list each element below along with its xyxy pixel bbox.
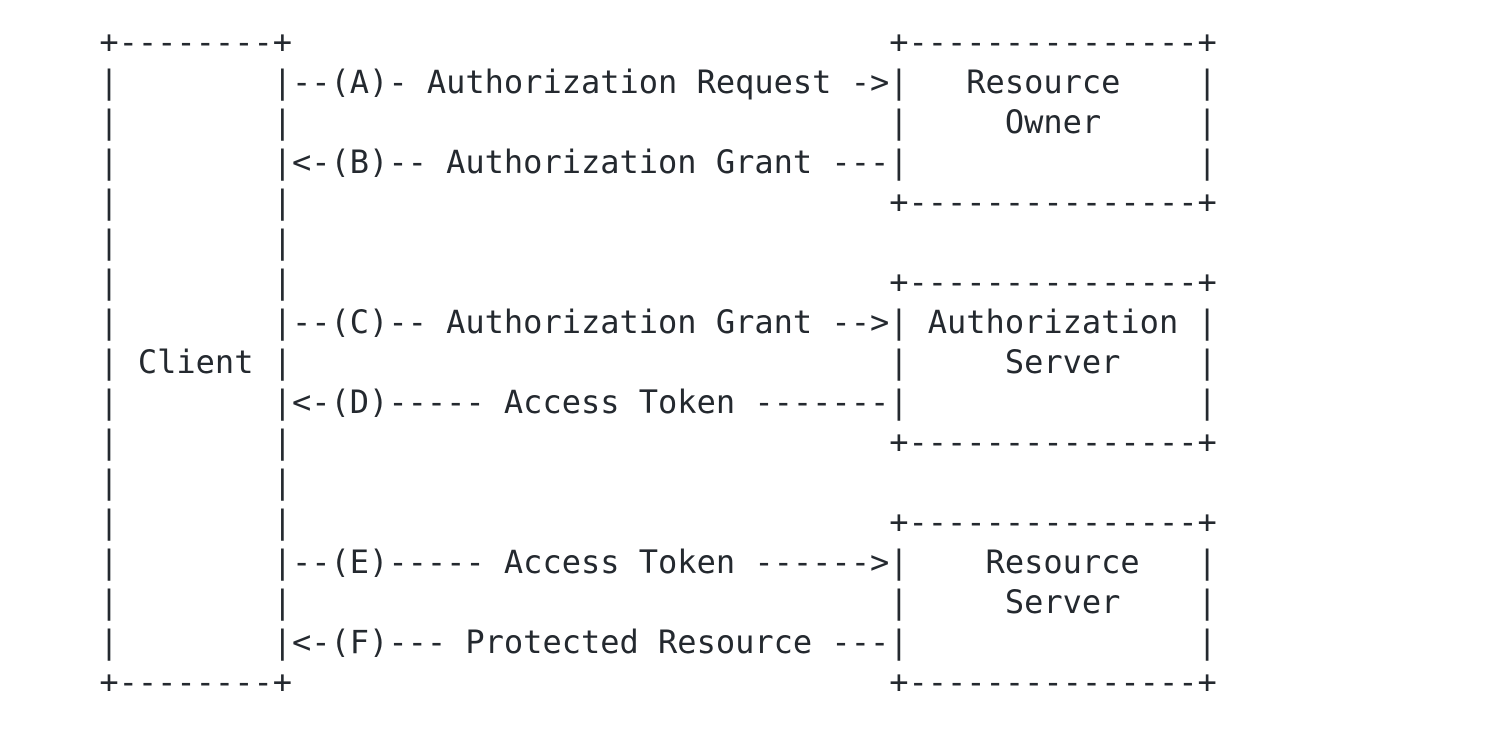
ascii-diagram-text: +--------+ +---------------+ | |--(A)- A… bbox=[99, 23, 1217, 701]
